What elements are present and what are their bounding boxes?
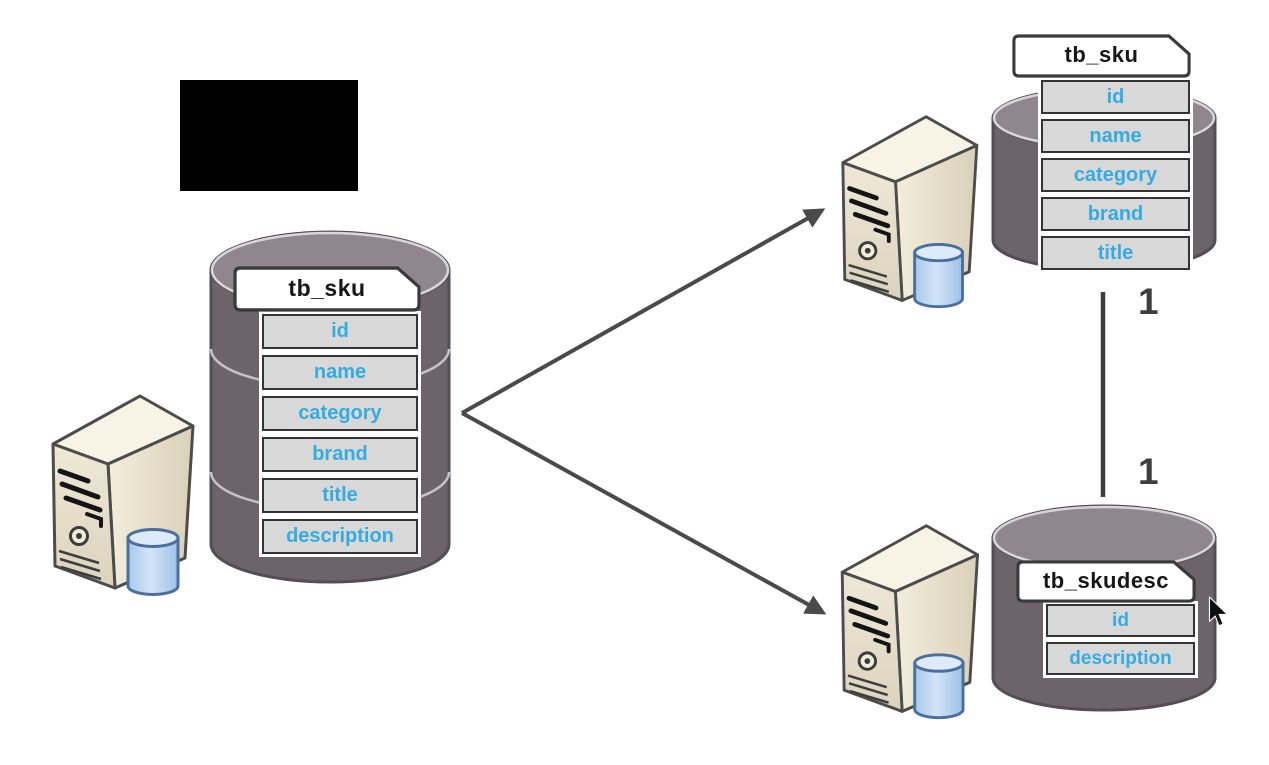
field-row: name — [262, 355, 418, 390]
field-row: category — [1041, 158, 1190, 192]
server-icon — [831, 519, 982, 722]
redacted-block — [180, 80, 358, 191]
field-row: brand — [1041, 197, 1190, 231]
cardinality-label-top: 1 — [1138, 281, 1159, 322]
field-row: name — [1041, 119, 1190, 153]
field-row: title — [1041, 236, 1190, 270]
table-title: tb_skudesc — [1042, 567, 1170, 593]
table-title: tb_sku — [288, 274, 366, 301]
arrow-to-shard-bottom — [461, 411, 827, 615]
table-title: tb_sku — [1064, 42, 1139, 67]
field-row: id — [1041, 80, 1190, 114]
cardinality-label-bottom: 1 — [1138, 451, 1159, 492]
field-row: description — [1046, 642, 1195, 675]
field-row: id — [1046, 604, 1195, 637]
field-row: id — [262, 314, 418, 349]
field-row: category — [262, 396, 418, 431]
cursor-icon — [1208, 596, 1228, 627]
server-icon — [831, 110, 982, 311]
arrow-to-shard-top — [461, 208, 826, 415]
table-header: tb_sku — [1012, 34, 1191, 78]
field-row: description — [262, 519, 418, 554]
field-row: brand — [262, 437, 418, 472]
server-icon — [42, 388, 197, 600]
field-row: title — [262, 478, 418, 513]
table-header: tb_sku — [233, 266, 421, 312]
table-header: tb_skudesc — [1016, 560, 1196, 603]
